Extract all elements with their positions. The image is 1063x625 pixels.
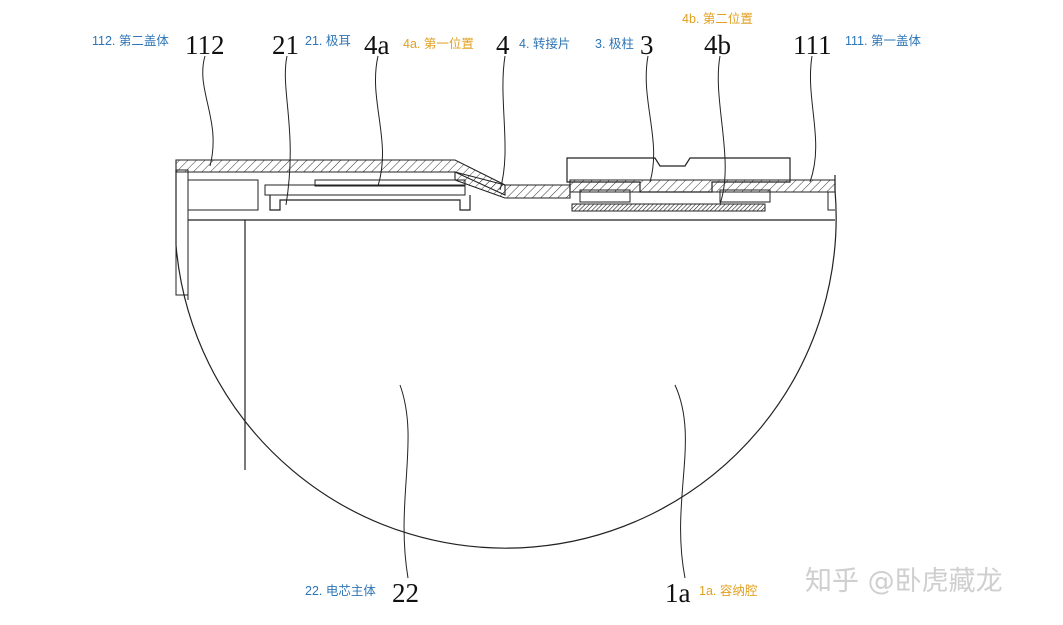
pole-base-right	[719, 189, 771, 203]
tab-plate	[264, 184, 466, 196]
callout-111-number: 111	[793, 30, 832, 60]
callout-4a-number: 4a	[364, 30, 390, 60]
drawing	[175, 157, 837, 549]
leader-112	[202, 55, 214, 167]
callout-4b-number: 4b	[704, 30, 731, 60]
tab-21	[269, 195, 471, 211]
caption-3: 3. 极柱	[595, 36, 634, 51]
leader-21	[284, 55, 291, 206]
leader-22	[399, 384, 409, 579]
caption-4b: 4b. 第二位置	[682, 11, 753, 26]
caption-4a: 4a. 第一位置	[403, 36, 474, 51]
callout-22-number: 22	[392, 578, 419, 608]
detail-circle-outline	[175, 170, 837, 549]
callout-3-number: 3	[640, 30, 654, 60]
caption-21: 21. 极耳	[305, 34, 351, 48]
callout-numbers: 112 21 4a 4 3 4b 111 22 1a	[185, 30, 832, 608]
caption-111: 111. 第一盖体	[845, 34, 921, 48]
leader-4a	[375, 55, 383, 187]
leader-4b	[717, 55, 726, 205]
leader-4	[499, 55, 506, 191]
caption-22: 22. 电芯主体	[305, 584, 376, 598]
callout-4-number: 4	[496, 30, 510, 60]
callout-112-number: 112	[185, 30, 225, 60]
caption-112: 112. 第二盖体	[92, 34, 169, 48]
caption-1a: 1a. 容纳腔	[699, 583, 757, 598]
callout-1a-number: 1a	[665, 578, 691, 608]
leader-lines	[202, 55, 817, 579]
first-cover-111	[569, 179, 836, 193]
sheet-4a	[314, 179, 466, 187]
leader-3	[645, 55, 655, 183]
watermark: 知乎 @卧虎藏龙	[805, 566, 1003, 597]
pole-head-3	[566, 157, 791, 193]
leader-111	[809, 55, 817, 183]
pole-base	[579, 189, 631, 203]
leader-1a	[674, 384, 686, 579]
cover-step	[790, 191, 835, 211]
caption-4: 4. 转接片	[519, 36, 570, 51]
captions: 112. 第二盖体 21. 极耳 4a. 第一位置 4. 转接片 3. 极柱 4…	[92, 11, 921, 598]
housing-wall	[175, 169, 189, 296]
cover-cavity	[187, 179, 259, 211]
weld-strip-4b	[571, 203, 766, 212]
callout-21-number: 21	[272, 30, 299, 60]
